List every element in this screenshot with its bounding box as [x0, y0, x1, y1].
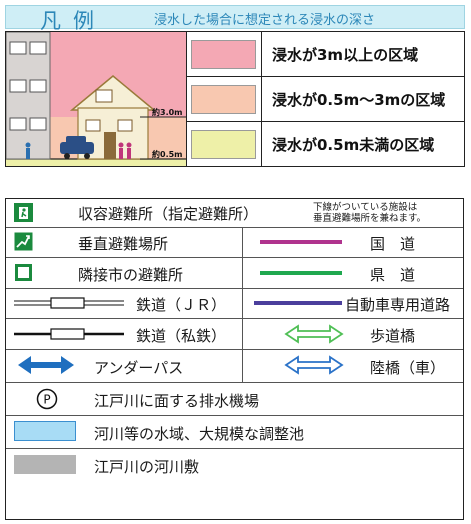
apartment-building-icon: [6, 32, 51, 160]
railway-private-label: 鉄道（私鉄）: [136, 327, 227, 345]
flood-label-shallow: 浸水が0.5m未満の区域: [272, 136, 435, 154]
square-outline-icon: [15, 264, 32, 281]
national-road-label: 国 道: [370, 235, 416, 253]
flood-label-deep: 浸水が3m以上の区域: [272, 46, 419, 64]
legend-row-vertical: 垂直避難場所 国 道: [6, 227, 463, 258]
flood-depth-rows: 浸水が3m以上の区域 浸水が0.5m～3mの区域 浸水が0.5m未満の区域: [186, 32, 464, 166]
legend-title: 凡例: [40, 9, 106, 33]
depth-marker-lower: 約0.5m: [152, 149, 183, 159]
svg-text:P: P: [43, 393, 50, 407]
water-area-swatch: [14, 421, 76, 441]
swatch-shallow: [191, 130, 256, 159]
legend-row-neighbor: 隣接市の避難所 県 道: [6, 257, 463, 289]
riverbed-swatch: [14, 455, 76, 474]
neighbor-label: 隣接市の避難所: [78, 266, 184, 284]
legend-row-shelter: 収容避難所（指定避難所） 下線がついている施設は 垂直避難場所を兼ねます。: [6, 199, 463, 228]
national-road-line: [260, 240, 342, 244]
facility-legend: 収容避難所（指定避難所） 下線がついている施設は 垂直避難場所を兼ねます。 垂直…: [5, 198, 464, 520]
person-icon: [118, 142, 132, 159]
flood-row-shallow: 浸水が0.5m未満の区域: [186, 122, 464, 166]
railway-private-symbol: [14, 328, 124, 340]
shelter-note-line1: 下線がついている施設は: [313, 202, 418, 213]
legend-subtitle: 浸水した場合に想定される浸水の深さ: [154, 13, 376, 28]
flood-row-mid: 浸水が0.5m～3mの区域: [186, 77, 464, 122]
flood-depth-legend: 凡例 浸水した場合に想定される浸水の深さ: [5, 5, 465, 167]
riverbed-label: 江戸川の河川敷: [94, 458, 200, 476]
railway-jr-label: 鉄道（ＪＲ）: [136, 296, 227, 314]
shallow-flood-zone: [6, 159, 186, 166]
car-icon: [60, 136, 94, 159]
shelter-note: 下線がついている施設は 垂直避難場所を兼ねます。: [313, 202, 426, 224]
shelter-label: 収容避難所（指定避難所）: [78, 205, 259, 223]
flood-row-deep: 浸水が3m以上の区域: [186, 32, 464, 77]
swatch-deep: [191, 40, 256, 69]
footbridge-arrow-icon: [284, 324, 344, 344]
flood-legend-header: 凡例 浸水した場合に想定される浸水の深さ: [5, 5, 465, 33]
swatch-mid: [191, 85, 256, 114]
evacuation-shelter-icon: [14, 203, 33, 222]
legend-row-private-rail: 鉄道（私鉄） 歩道橋: [6, 318, 463, 350]
legend-row-water: 河川等の水域、大規模な調整池: [6, 415, 463, 449]
footbridge-label: 歩道橋: [370, 327, 416, 345]
expressway-label: 自動車専用道路: [345, 296, 451, 314]
legend-row-pump: P 江戸川に面する排水機場: [6, 382, 463, 416]
water-label: 河川等の水域、大規模な調整池: [94, 425, 305, 443]
circled-p-icon: P: [36, 388, 58, 410]
overpass-arrow-icon: [284, 355, 344, 375]
pump-label: 江戸川に面する排水機場: [94, 392, 260, 410]
prefectural-road-line: [260, 271, 342, 275]
legend-row-riverbed: 江戸川の河川敷: [6, 448, 463, 481]
underpass-arrow-icon: [18, 356, 74, 374]
flood-label-mid: 浸水が0.5m～3mの区域: [272, 91, 446, 109]
prefectural-road-label: 県 道: [370, 266, 416, 284]
flood-depth-illustration: 約3.0m 約0.5m: [6, 32, 186, 166]
vertical-label: 垂直避難場所: [78, 235, 169, 253]
depth-marker-upper: 約3.0m: [152, 107, 183, 117]
railway-jr-symbol: [14, 297, 124, 309]
vertical-evacuation-icon: [14, 232, 33, 251]
expressway-line: [254, 301, 342, 305]
legend-row-underpass: アンダーパス 陸橋（車）: [6, 349, 463, 383]
underpass-label: アンダーパス: [94, 359, 184, 377]
shelter-note-line2: 垂直避難場所を兼ねます。: [313, 213, 427, 224]
flood-depth-table: 約3.0m 約0.5m 浸水が3m以上の区域 浸水が0.5m～3mの区域 浸水が…: [5, 31, 465, 167]
overpass-label: 陸橋（車）: [370, 359, 446, 377]
person-icon: [25, 142, 31, 159]
legend-row-jr: 鉄道（ＪＲ） 自動車専用道路: [6, 288, 463, 319]
